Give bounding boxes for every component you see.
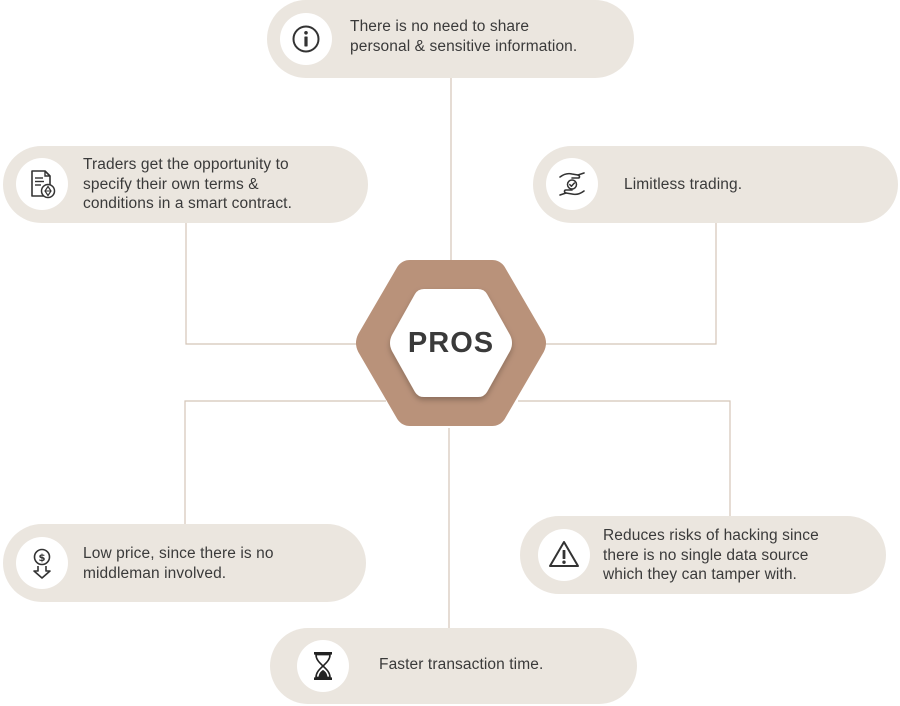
pros-item-text: Limitless trading. [624,176,743,193]
icon-badge: $ [16,537,68,589]
pros-item-text: There is no need to share personal & sen… [350,18,578,55]
connector-top-left [185,222,358,345]
hands-check-icon [559,172,585,196]
center-hexagon: PROS [354,256,548,430]
pros-item-text: Faster transaction time. [379,656,544,673]
pros-item-low-price: $ Low price, since there is no middleman… [3,524,366,602]
icon-badge [546,158,598,210]
svg-text:$: $ [39,553,46,564]
icon-badge [297,640,349,692]
pros-item-text: Low price, since there is no middleman i… [83,545,274,582]
pros-item-speed: Faster transaction time. [270,628,637,704]
pros-item-hacking-risk: Reduces risks of hacking since there is … [520,516,886,594]
center-label: PROS [407,326,495,359]
pros-item-limitless: Limitless trading. [533,146,898,223]
icon-badge [16,158,68,210]
dollar-down-icon: $ [33,548,51,579]
pros-item-text: Reduces risks of hacking since there is … [603,527,819,583]
info-icon [292,25,320,53]
hourglass-icon [314,652,332,680]
pros-item-contract-terms: Traders get the opportunity to specify t… [3,146,368,223]
hexagon-shape [356,260,546,426]
connector-top-right [546,222,717,345]
contract-document-icon [31,170,56,199]
connector-bottom-left [184,400,386,524]
icon-badge [538,529,590,581]
icon-badge [280,13,332,65]
pros-item-privacy: There is no need to share personal & sen… [267,0,634,78]
connector-bottom-right [518,400,731,516]
pros-item-text: Traders get the opportunity to specify t… [83,156,292,212]
warning-icon [549,541,579,567]
